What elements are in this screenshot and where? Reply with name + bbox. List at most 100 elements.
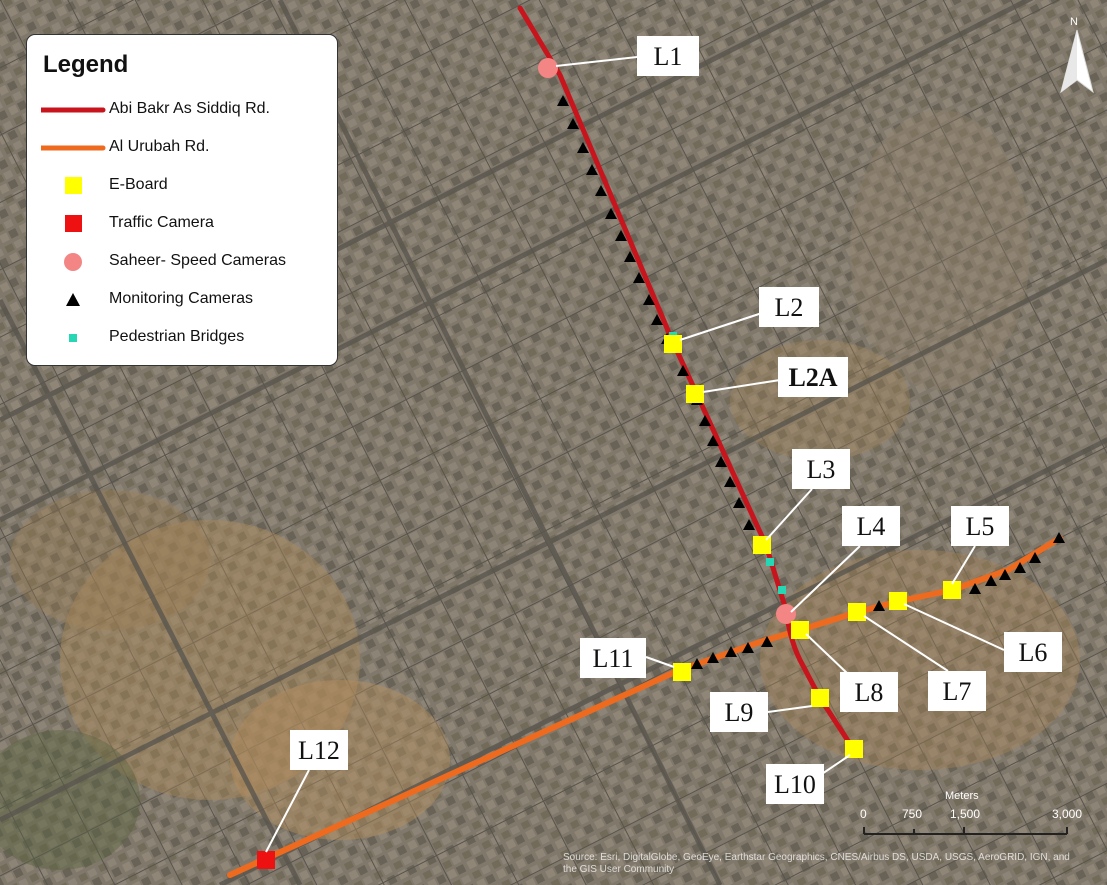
traffic-camera-icon bbox=[257, 851, 275, 869]
monitoring-camera-icon bbox=[1014, 562, 1026, 573]
monitoring-camera-icon bbox=[724, 476, 736, 487]
location-label-text: L4 bbox=[857, 512, 886, 541]
speed-camera-icon bbox=[538, 58, 558, 78]
monitoring-camera-icon bbox=[707, 435, 719, 446]
eboard-icon bbox=[889, 592, 907, 610]
leader-line bbox=[265, 769, 310, 853]
scale-tick-3000: 3,000 bbox=[1052, 807, 1083, 821]
location-label-box bbox=[792, 449, 850, 489]
legend-label: Abi Bakr As Siddiq Rd. bbox=[109, 100, 270, 117]
label-leaders bbox=[265, 56, 1005, 853]
legend-symbol bbox=[41, 107, 106, 113]
monitoring-camera-icon bbox=[873, 600, 885, 611]
legend-label: E-Board bbox=[109, 176, 168, 193]
scale-tick-750: 750 bbox=[902, 807, 923, 821]
leader-line bbox=[767, 705, 813, 713]
north-label: N bbox=[1070, 16, 1078, 28]
location-label-box bbox=[1004, 632, 1062, 672]
legend-small-square-icon bbox=[69, 334, 77, 342]
eboard-icon bbox=[664, 335, 682, 353]
location-label-text: L7 bbox=[943, 677, 972, 706]
eboard-icon bbox=[943, 581, 961, 599]
legend-triangle-icon bbox=[66, 293, 80, 306]
legend-label: Al Urubah Rd. bbox=[109, 138, 210, 155]
eboard-icon bbox=[673, 663, 691, 681]
leader-line bbox=[679, 312, 763, 341]
monitoring-camera-icon bbox=[651, 314, 663, 325]
location-label-box bbox=[778, 357, 848, 397]
monitoring-camera-icon bbox=[699, 415, 711, 426]
monitoring-camera-icon bbox=[586, 164, 598, 175]
legend-symbol bbox=[69, 334, 77, 342]
location-label-box bbox=[710, 692, 768, 732]
legend-symbol bbox=[64, 253, 82, 271]
monitoring-camera-icon bbox=[577, 142, 589, 153]
legend-title: Legend bbox=[43, 51, 129, 78]
location-label-text: L6 bbox=[1019, 638, 1048, 667]
leader-line bbox=[805, 633, 849, 675]
monitoring-camera-icon bbox=[624, 251, 636, 262]
eboard-icon bbox=[845, 740, 863, 758]
location-label-l5: L5 bbox=[951, 506, 1009, 546]
monitoring-camera-icon bbox=[715, 456, 727, 467]
leader-line bbox=[863, 615, 949, 672]
legend-symbol bbox=[66, 293, 80, 306]
legend-label: Monitoring Cameras bbox=[109, 290, 254, 307]
eboard-icon bbox=[848, 603, 866, 621]
location-label-text: L10 bbox=[774, 770, 816, 799]
location-label-l9: L9 bbox=[710, 692, 768, 732]
monitoring-camera-icon bbox=[985, 575, 997, 586]
monitoring-camera-icon bbox=[691, 658, 703, 669]
location-label-text: L11 bbox=[593, 644, 634, 673]
location-label-l2a: L2A bbox=[778, 357, 848, 397]
legend-item: Al Urubah Rd. bbox=[27, 135, 327, 161]
monitoring-camera-icon bbox=[742, 642, 754, 653]
monitoring-camera-icon bbox=[633, 272, 645, 283]
legend-label: Saheer- Speed Cameras bbox=[109, 252, 286, 269]
pedestrian-bridge-icon bbox=[778, 586, 786, 594]
location-label-text: L8 bbox=[855, 678, 884, 707]
legend-item: Traffic Camera bbox=[27, 211, 327, 237]
location-label-l6: L6 bbox=[1004, 632, 1062, 672]
scale-tick-1500: 1,500 bbox=[950, 807, 981, 821]
location-label-box bbox=[951, 506, 1009, 546]
legend-item: Saheer- Speed Cameras bbox=[27, 249, 327, 275]
scale-bar: Meters 0 750 1,500 3,000 bbox=[852, 790, 1092, 840]
scale-bar-graphic bbox=[863, 827, 1068, 835]
north-arrow: N bbox=[1055, 16, 1099, 96]
monitoring-camera-icon bbox=[567, 118, 579, 129]
monitoring-camera-icon bbox=[1053, 532, 1065, 543]
north-arrow-icon bbox=[1060, 29, 1094, 94]
eboard-icon bbox=[686, 385, 704, 403]
leader-line bbox=[702, 379, 781, 393]
monitoring-camera-icon bbox=[969, 583, 981, 594]
legend-symbol bbox=[65, 215, 82, 232]
location-label-l2: L2 bbox=[759, 287, 819, 327]
abi-bakr-road bbox=[517, 5, 857, 753]
leader-line bbox=[903, 603, 1005, 651]
monitoring-camera-icon bbox=[707, 652, 719, 663]
monitoring-camera-icon bbox=[733, 497, 745, 508]
legend-square-icon bbox=[65, 215, 82, 232]
legend-symbol bbox=[41, 145, 106, 151]
location-label-box bbox=[759, 287, 819, 327]
leader-line bbox=[790, 545, 861, 613]
location-label-l1: L1 bbox=[637, 36, 699, 76]
location-label-l3: L3 bbox=[792, 449, 850, 489]
legend-label: Pedestrian Bridges bbox=[109, 328, 245, 345]
legend-square-icon bbox=[65, 177, 82, 194]
feature-layer bbox=[257, 58, 1065, 869]
monitoring-camera-icon bbox=[999, 569, 1011, 580]
location-label-box bbox=[766, 764, 824, 804]
location-label-text: L5 bbox=[966, 512, 995, 541]
location-label-box bbox=[928, 671, 986, 711]
location-label-text: L9 bbox=[725, 698, 754, 727]
location-label-l10: L10 bbox=[766, 764, 824, 804]
legend-circle-icon bbox=[64, 253, 82, 271]
monitoring-camera-icon bbox=[605, 208, 617, 219]
legend-item: E-Board bbox=[27, 173, 327, 199]
